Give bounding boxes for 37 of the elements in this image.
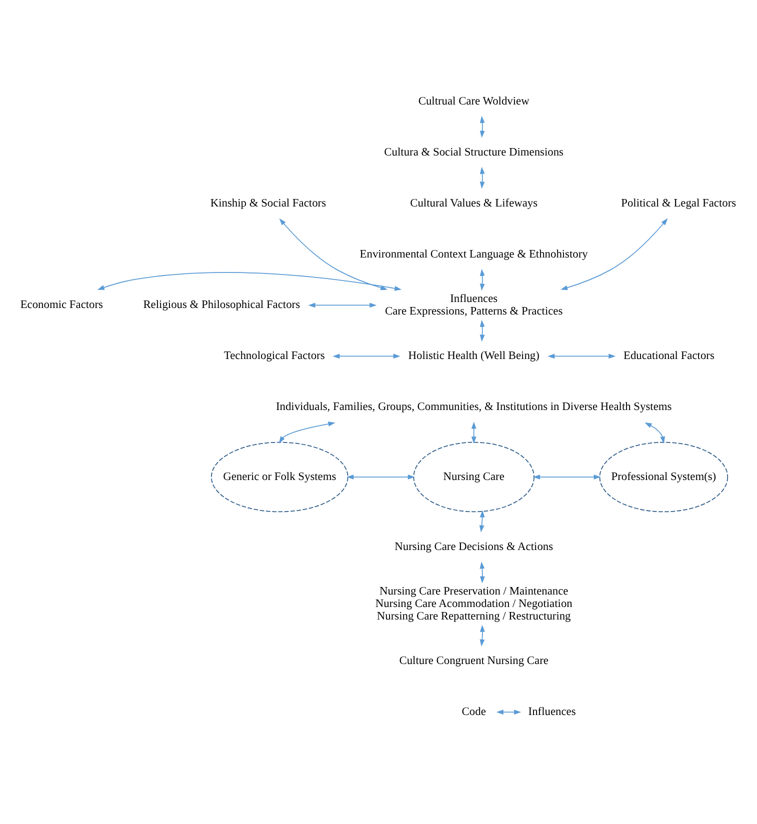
- label: Code: [462, 706, 486, 718]
- node-text: Cultura & Social Structure Dimensions: [384, 146, 564, 158]
- arrow: [480, 268, 485, 291]
- arrow: [560, 218, 668, 290]
- node-text: Kinship & Social Factors: [210, 197, 326, 210]
- node-text: Environmental Context Language & Ethnohistory: [360, 248, 588, 260]
- node-text: Religious & Philosophical Factors: [143, 299, 300, 312]
- node-text: Culture Congruent Nursing Care: [399, 655, 548, 668]
- node-text: Cultrual Care Woldview: [418, 95, 530, 108]
- arrow: [346, 474, 415, 480]
- node-ellipse: Nursing Care: [413, 442, 534, 512]
- arrow: [480, 562, 485, 584]
- arrow: [480, 166, 485, 189]
- arrow: [279, 218, 388, 290]
- legend-label: Influences: [528, 706, 576, 718]
- arrow: [532, 474, 601, 480]
- node-ellipse: Professional System(s): [599, 442, 728, 512]
- node-text: Nursing Care Preservation / Maintenance Nursing Care Acommodation / Negotiation Nursing Care Repatterning / Restructuring: [375, 586, 572, 622]
- node-text: Nursing Care Decisions & Actions: [394, 540, 554, 553]
- arrow: [644, 422, 666, 444]
- arrow: [278, 422, 336, 444]
- node-text: Individuals, Families, Groups, Communities, & Institutions in Diverse Health Systems: [276, 401, 672, 414]
- arrow: [308, 302, 377, 308]
- arrow: [97, 272, 402, 291]
- node-text: Political & Legal Factors: [621, 197, 736, 210]
- node-text: Educational Factors: [624, 350, 714, 362]
- node-text: Economic Factors: [20, 299, 104, 312]
- node-text: Holistic Health (Well Being): [408, 350, 540, 362]
- arrow: [480, 320, 485, 342]
- node-ellipse: Generic or Folk Systems: [210, 442, 348, 512]
- node-text: Technological Factors: [224, 350, 325, 362]
- node-text: Cultural Values & Lifeways: [410, 197, 538, 210]
- arrow: [332, 354, 400, 359]
- node-text: Influences Care Expressions, Patterns & Practices: [384, 293, 563, 318]
- arrow: [548, 354, 616, 359]
- arrow: [471, 422, 476, 444]
- arrow: [480, 116, 485, 138]
